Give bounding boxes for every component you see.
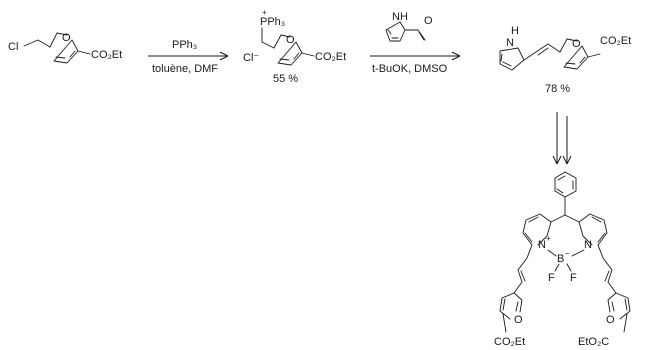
boron-fluorine-bonds <box>554 263 572 272</box>
chloro-label: Cl <box>8 41 18 53</box>
phosphonium-intermediate: + PPh₃ Cl⁻ O CO₂Et 55 % <box>243 8 346 85</box>
bodipy-o-right: O <box>606 314 615 326</box>
bodipy-ester-right: EtO₂C <box>578 336 609 348</box>
product-pyrrole-double-bonds <box>500 53 512 67</box>
phosphonium-label: PPh₃ <box>260 16 285 28</box>
aldehyde-double-bond <box>418 31 425 41</box>
ester-bond <box>77 50 91 55</box>
intermediate-yield: 55 % <box>273 73 298 85</box>
bodipy-o-left: O <box>514 314 523 326</box>
bodipy-f-right: F <box>570 272 577 284</box>
phosphonium-charge: + <box>262 8 267 17</box>
boron-nitrogen-bonds <box>547 249 585 257</box>
bodipy-f-left: F <box>548 272 555 284</box>
dipyrrin-core <box>537 214 593 246</box>
product-vinyl-bridge <box>523 43 561 61</box>
vertical-arrows <box>552 112 572 165</box>
right-pyrrole <box>578 213 608 246</box>
bodipy-product: N + B − N F F O CO₂Et O EtO₂C <box>494 171 631 348</box>
phenyl-ring <box>554 171 577 198</box>
left-pyrrole <box>522 213 552 246</box>
right-furan-double-bonds <box>611 298 628 312</box>
phosphonium-bond <box>261 27 275 49</box>
left-furan-ring <box>499 292 523 320</box>
product-nh-h: H <box>511 25 519 37</box>
product-nh-n: N <box>506 37 514 49</box>
intermediate-ester-bond <box>301 52 315 57</box>
vinyl-product: H N O CO₂Et 78 % <box>499 25 631 95</box>
bodipy-n-left: N <box>538 239 546 251</box>
down-arrow-left-head <box>552 155 562 165</box>
right-vinyl-arm <box>597 244 617 294</box>
chloromethyl-bond <box>23 39 51 48</box>
left-ester-bond <box>502 313 507 333</box>
bodipy-boron-minus: − <box>565 249 570 258</box>
intermediate-furan-oxygen: O <box>286 34 295 46</box>
arrow-2-head <box>451 51 461 61</box>
pyrrole-double-bonds <box>524 216 606 243</box>
ester-label: CO₂Et <box>91 49 122 61</box>
product-furan-ring <box>559 38 589 70</box>
reaction-arrow-1: PPh₃ toluène, DMF <box>148 39 229 75</box>
product-ester-bond <box>587 53 601 58</box>
reagent-pyrrole-ring <box>385 21 406 42</box>
intermediate-furan-double-bonds <box>279 52 300 61</box>
left-vinyl-double-bond <box>520 270 526 282</box>
product-ester-label: CO₂Et <box>600 35 631 47</box>
furan-double-bonds <box>55 50 76 59</box>
step1-conditions: toluène, DMF <box>152 63 218 75</box>
product-furan-double-bonds <box>565 56 586 65</box>
product-pyrrole-ring <box>499 47 525 71</box>
step1-reagent: PPh₃ <box>172 39 197 51</box>
product-yield: 78 % <box>545 83 570 95</box>
bodipy-n-plus: + <box>546 234 551 243</box>
reaction-arrow-2: N​H O t-BuOK, DMSO <box>370 11 461 75</box>
reagent-pyrrole-double-bonds <box>387 29 399 39</box>
furan-oxygen: O <box>62 32 71 44</box>
counter-ion: Cl⁻ <box>243 52 259 64</box>
furan-ring <box>49 32 79 64</box>
left-vinyl-arm <box>513 244 533 294</box>
intermediate-furan-ring <box>273 34 303 66</box>
phenyl-double-bonds <box>556 175 574 194</box>
left-furan-double-bonds <box>502 298 519 312</box>
starting-material: Cl O CO₂Et <box>8 32 122 64</box>
product-vinyl-double-bond <box>537 47 549 56</box>
step2-conditions: t-BuOK, DMSO <box>372 63 448 75</box>
intermediate-ester-label: CO₂Et <box>315 51 346 63</box>
product-furan-oxygen: O <box>572 38 581 50</box>
bodipy-n-right: N <box>584 239 592 251</box>
bodipy-ester-left: CO₂Et <box>494 336 525 348</box>
right-ester-bond <box>623 313 628 333</box>
down-arrow-right-head <box>562 155 572 165</box>
arrow-1-head <box>219 51 229 61</box>
aldehyde-oxygen: O <box>424 15 433 27</box>
right-vinyl-double-bond <box>604 270 610 282</box>
aldehyde-bond <box>404 29 426 41</box>
right-furan-ring <box>607 292 631 320</box>
reagent-pyrrole-nh: N​H <box>392 11 408 23</box>
bodipy-boron: B <box>557 253 564 265</box>
